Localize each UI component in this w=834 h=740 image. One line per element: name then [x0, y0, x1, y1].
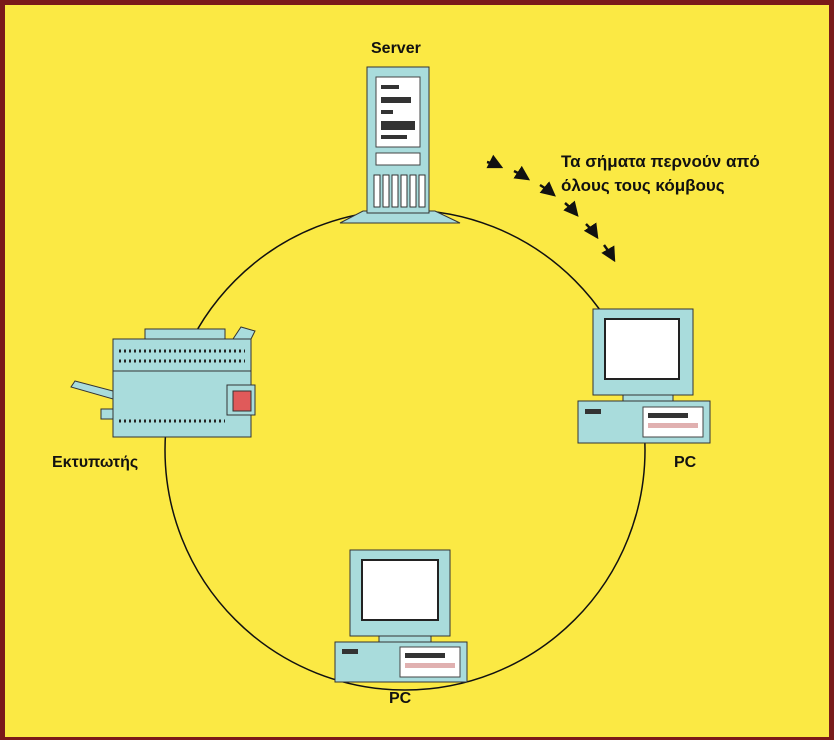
pc-right-label: PC: [674, 454, 697, 471]
printer-label: Εκτυπωτής: [52, 454, 139, 471]
annotation-line-2: όλους τους κόμβους: [561, 176, 725, 195]
pc-right-icon: [577, 308, 711, 444]
printer-icon: [70, 326, 256, 438]
signal-arrows: [486, 154, 616, 263]
ring-diagram: [70, 66, 711, 691]
signal-annotation: Τα σήματα περνούν από όλους τους κόμβους: [561, 150, 760, 198]
pc-bottom-label: PC: [389, 690, 412, 707]
server-icon: [339, 66, 461, 224]
pc-bottom-icon: [334, 549, 468, 683]
server-label: Server: [371, 40, 421, 57]
annotation-line-1: Τα σήματα περνούν από: [561, 152, 760, 171]
